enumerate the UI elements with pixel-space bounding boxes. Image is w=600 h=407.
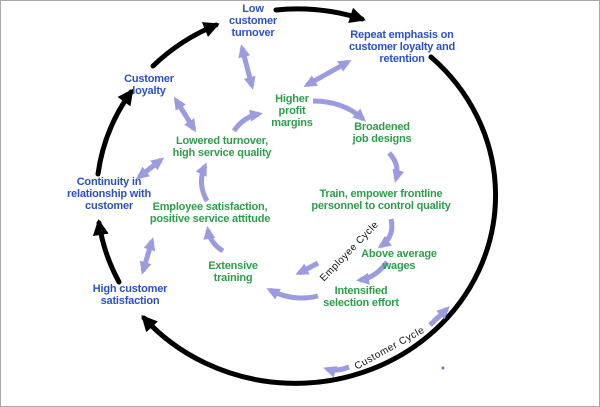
employee-cycle-arrow-right [377, 218, 395, 249]
employee-cycle-arrow-right-top [387, 151, 405, 183]
label-low-customer-turnover: Low customer turnover [229, 3, 277, 39]
label-broadened-job-designs: Broadened job designs [352, 121, 412, 145]
customer-cycle-arc-top [273, 6, 366, 23]
label-continuity: Continuity in relationship with customer [67, 176, 151, 212]
label-lowered-turnover: Lowered turnover, high service quality [172, 135, 272, 159]
label-extensive-training: Extensive training [208, 260, 258, 284]
customer-cycle-arc-lower-left [92, 219, 122, 285]
label-repeat-emphasis: Repeat emphasis on customer loyalty and … [348, 29, 456, 65]
label-customer-loyalty: Customer loyalty [124, 73, 174, 97]
employee-cycle-arrow-top-left [231, 109, 263, 133]
customer-cycle-blue-arrow-right [428, 306, 450, 327]
link-arrow-low-turnover [238, 44, 256, 90]
employee-cycle-arrow-left [195, 162, 210, 203]
label-intensified-selection: Intensified selection effort [323, 285, 399, 309]
label-train-empower: Train, empower frontline personnel to co… [311, 188, 451, 212]
employee-cycle-arrow-top [312, 98, 366, 122]
customer-cycle-arc-left [95, 88, 134, 177]
link-arrow-high-satisfaction [139, 237, 156, 275]
label-high-customer-satisfaction: High customer satisfaction [92, 283, 168, 307]
label-higher-profit-margins: Higher profit margins [271, 93, 313, 129]
customer-cycle-arc-right-bottom [141, 54, 499, 386]
employee-cycle-arrow-bottom-right [356, 260, 389, 285]
link-arrow-continuity [135, 157, 165, 180]
label-employee-satisfaction: Employee satisfaction, positive service … [149, 201, 271, 225]
customer-cycle-arc-upper-left [150, 22, 220, 69]
customer-cycle-blue-arrow-bottom [323, 364, 350, 378]
link-arrow-repeat-emphasis [303, 59, 352, 88]
label-above-average-wages: Above average wages [361, 248, 437, 272]
link-arrow-customer-loyalty [173, 96, 197, 133]
employee-cycle-arrow-bottom [266, 287, 319, 301]
stray-dot [441, 366, 445, 370]
employee-cycle-arrow-bottom-inner [295, 260, 320, 276]
employee-cycle-arrow-bottom-left [203, 226, 225, 254]
